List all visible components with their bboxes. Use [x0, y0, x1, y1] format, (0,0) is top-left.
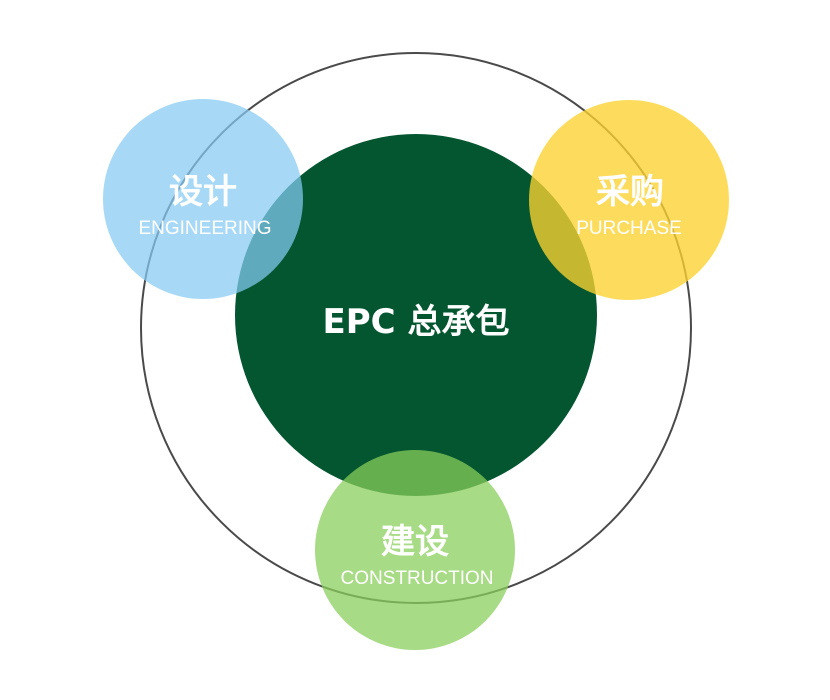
center-label: EPC 总承包 [323, 302, 510, 342]
construction-circle [315, 450, 515, 650]
center-circle [235, 134, 597, 496]
purchase-circle [529, 100, 729, 300]
purchase-label-cn: 采购 [596, 172, 664, 212]
purchase-label-en: PURCHASE [576, 218, 682, 239]
engineering-label-cn: 设计 [169, 172, 237, 212]
engineering-circle [103, 99, 303, 299]
construction-label-en: CONSTRUCTION [340, 568, 493, 589]
engineering-label-en: ENGINEERING [138, 218, 271, 239]
construction-label-cn: 建设 [381, 522, 449, 562]
